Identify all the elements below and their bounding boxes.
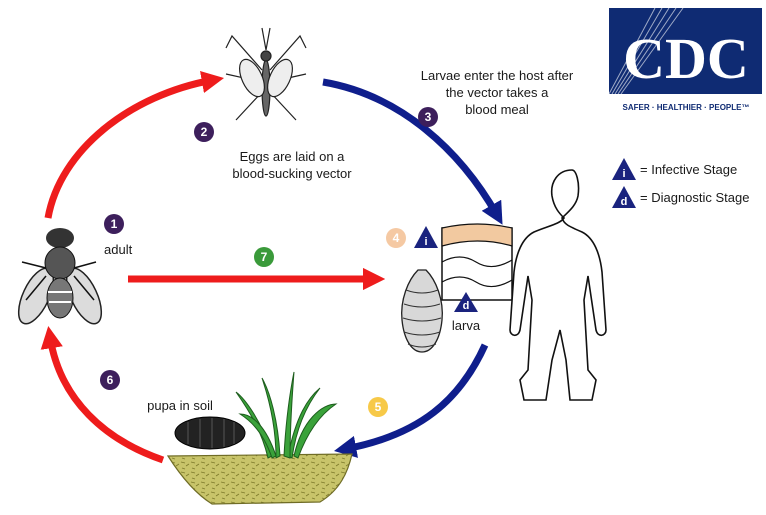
legend-infective: i = Infective Stage xyxy=(612,158,737,180)
fly-icon xyxy=(12,228,109,329)
legend-infective-label: = Infective Stage xyxy=(640,162,737,177)
step-number: 3 xyxy=(425,110,432,124)
legend-infective-letter: i xyxy=(622,168,625,180)
label-eggs-line1: Eggs are laid on a xyxy=(240,149,346,164)
arrow-adult-to-vector xyxy=(48,80,213,218)
cdc-logo-tagline: SAFER · HEALTHIER · PEOPLE™ xyxy=(623,103,750,112)
step-number: 2 xyxy=(201,125,208,139)
step-4-marker: 4 xyxy=(386,228,406,248)
diagnostic-letter: d xyxy=(463,300,470,312)
soil-mound-icon xyxy=(168,454,352,504)
legend: i = Infective Stage d = Diagnostic Stage xyxy=(612,158,749,208)
legend-diagnostic-letter: d xyxy=(621,196,628,208)
label-larvae-line3: blood meal xyxy=(465,102,529,117)
step-3-marker: 3 xyxy=(418,107,438,127)
cdc-logo-text: CDC xyxy=(623,26,749,91)
human-silhouette-icon xyxy=(510,170,606,400)
infective-stage-triangle: i xyxy=(414,226,438,248)
step-1-marker: 1 xyxy=(104,214,124,234)
step-7-marker: 7 xyxy=(254,247,274,267)
arrow-soil-to-adult xyxy=(50,337,163,460)
step-number: 5 xyxy=(375,400,382,414)
step-number: 4 xyxy=(393,231,400,245)
label-larvae-line1: Larvae enter the host after xyxy=(421,68,574,83)
skin-layers-icon xyxy=(442,224,512,300)
infective-letter: i xyxy=(424,236,427,248)
step-number: 1 xyxy=(111,217,118,231)
legend-diagnostic-label: = Diagnostic Stage xyxy=(640,190,749,205)
label-pupa: pupa in soil xyxy=(147,398,213,413)
legend-diagnostic: d = Diagnostic Stage xyxy=(612,186,749,208)
larva-icon xyxy=(402,270,443,352)
arrow-larva-to-soil xyxy=(345,345,485,449)
step-5-marker: 5 xyxy=(368,397,388,417)
step-number: 7 xyxy=(261,250,268,264)
mosquito-icon xyxy=(226,28,306,120)
step-number: 6 xyxy=(107,373,114,387)
label-adult: adult xyxy=(104,242,133,257)
label-larvae-line2: the vector takes a xyxy=(446,85,549,100)
cdc-logo: CDC SAFER · HEALTHIER · PEOPLE™ xyxy=(609,6,762,116)
label-larva: larva xyxy=(452,318,481,333)
step-2-marker: 2 xyxy=(194,122,214,142)
pupa-icon xyxy=(175,417,245,449)
label-eggs-line2: blood-sucking vector xyxy=(232,166,352,181)
grass-icon xyxy=(236,372,336,458)
step-6-marker: 6 xyxy=(100,370,120,390)
